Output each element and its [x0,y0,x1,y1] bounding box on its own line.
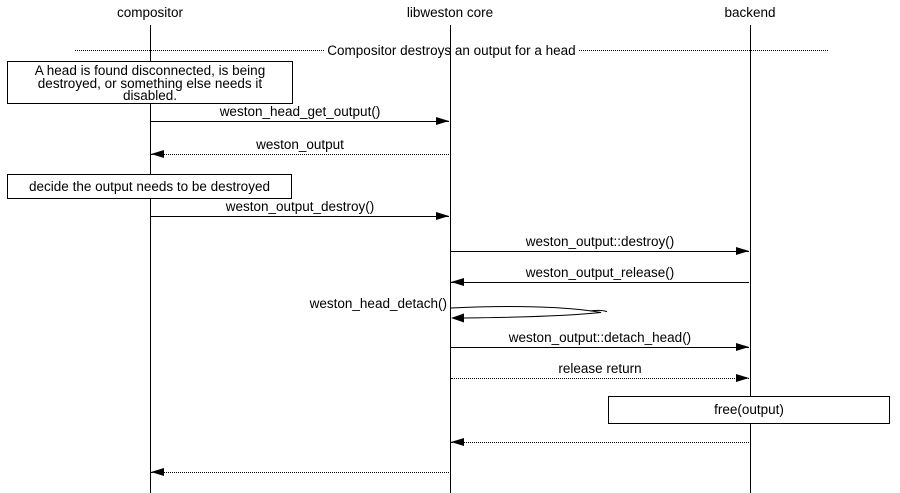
message-weston-output-detach-head: weston_output::detach_head() [451,330,749,351]
message-release-return: release return [451,361,749,382]
call-arrow-line [451,343,749,351]
section-divider: Compositor destroys an output for a head [75,43,828,58]
return-arrow-line [451,438,749,446]
message-label: weston_output::detach_head() [508,330,692,345]
note-text-line: disabled. [122,88,178,103]
note-text-line: destroyed, or something else needs it [37,75,263,91]
message-return-to-libweston [451,438,749,446]
divider-label: Compositor destroys an output for a head [327,43,576,58]
arrowhead-right-icon [436,117,449,125]
lifeline-backend [750,25,751,493]
message-weston-output-destroy-vfunc: weston_output::destroy() [451,234,749,255]
arrowhead-left-icon [151,150,164,158]
arrowhead-left-icon [451,313,464,323]
message-label: release return [558,361,642,376]
message-label: weston_output_destroy() [225,199,375,214]
arrowhead-right-icon [736,247,749,255]
arrowhead-left-icon [151,468,164,476]
actor-backend: backend [724,5,776,20]
action-box-free-output: free(output) [608,396,890,424]
return-arrow-line [451,374,749,382]
message-weston-output-return: weston_output [151,137,449,158]
message-label: weston_output_release() [525,265,675,280]
actor-compositor: compositor [116,5,184,20]
divider-line-right [578,50,828,51]
message-label: weston_output [256,137,344,152]
call-arrow-line [451,247,749,255]
arrowhead-right-icon [736,343,749,351]
arrowhead-left-icon [451,278,464,286]
call-arrow-line [451,278,749,286]
lifeline-libweston-core [450,25,451,493]
arrowhead-left-icon [451,438,464,446]
call-arrow-line [151,212,449,220]
note-head-disconnected: A head is found disconnected, is being d… [7,61,293,104]
note-decide-destroy: decide the output needs to be destroyed [7,174,292,199]
return-arrow-line [151,150,449,158]
call-arrow-line [151,117,449,125]
return-arrow-line [151,468,449,476]
message-weston-head-get-output: weston_head_get_output() [151,104,449,125]
actor-libweston-core: libweston core [406,5,494,20]
arrowhead-right-icon [436,212,449,220]
arrowhead-right-icon [736,374,749,382]
note-text-line: A head is found disconnected, is being [34,63,266,78]
message-weston-output-release: weston_output_release() [451,265,749,286]
self-message-label: weston_head_detach() [309,296,447,311]
divider-line-left [75,50,325,51]
lifeline-compositor [150,25,151,493]
message-weston-output-destroy: weston_output_destroy() [151,199,449,220]
self-message-loop-arrow [450,306,608,323]
message-label: weston_head_get_output() [219,104,381,119]
message-label: weston_output::destroy() [525,234,675,249]
message-return-to-compositor [151,468,449,476]
